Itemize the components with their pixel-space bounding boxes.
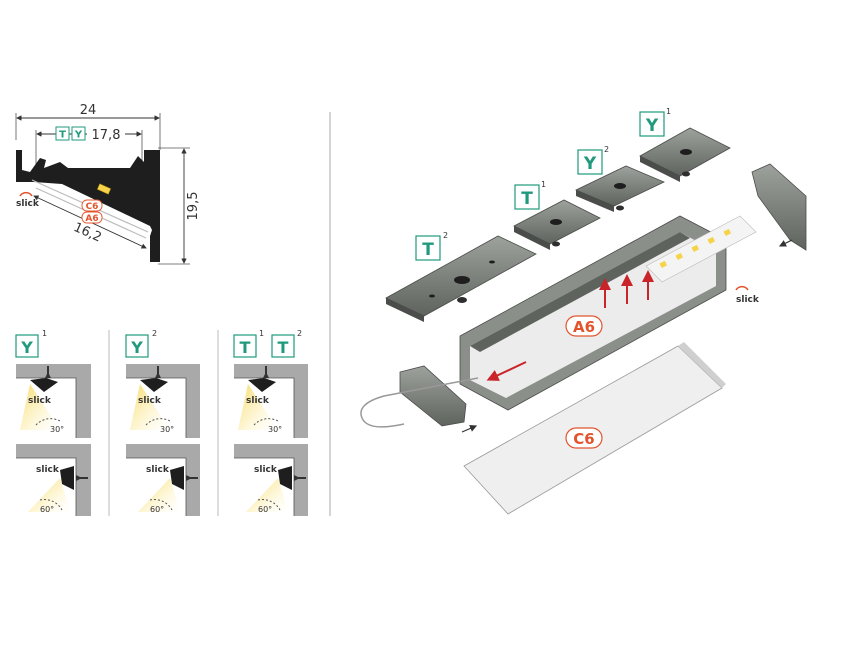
panel-1-angle-top: 30°	[50, 425, 64, 434]
cover-label: C6	[86, 202, 99, 212]
panel-2-tag-sup: 2	[152, 329, 157, 338]
panel-3-tag-1: T	[240, 338, 251, 357]
inner-width-dimension: 17,8	[92, 128, 121, 143]
clip-y1-sup: 1	[666, 107, 671, 116]
profile-body	[16, 150, 160, 262]
exploded-strip-label: A6	[573, 318, 595, 336]
clip-t1-sup: 1	[541, 180, 546, 189]
inner-tag-y: Y	[74, 130, 83, 141]
brand-logo: slick	[16, 199, 40, 209]
panel-3-brand-top: slick	[246, 396, 270, 406]
exploded-slick-arc	[735, 285, 749, 291]
exploded-view: T 2 T 1 Y 2 Y 1	[360, 107, 807, 515]
width-dimension: 24	[80, 103, 97, 118]
clip-t1-tag: T	[521, 189, 533, 209]
panel-2-brand-top: slick	[138, 396, 162, 406]
mounting-panel-y2: Y 2 30° slick 60° slick	[125, 329, 200, 516]
panel-1-angle-bottom: 60°	[40, 505, 54, 514]
panel-3-tag-1-sup: 1	[259, 329, 264, 338]
panel-1-tag-sup: 1	[42, 329, 47, 338]
strip-label: A6	[85, 214, 98, 224]
clip-y2-sup: 2	[604, 145, 609, 154]
mounting-panel-y1: Y 1 30° slick 60° slick	[15, 329, 91, 516]
clip-y1-tag: Y	[645, 116, 659, 136]
panel-2-angle-bottom: 60°	[150, 505, 164, 514]
panel-2-brand-bottom: slick	[146, 465, 170, 475]
clip-y2-tag: Y	[583, 154, 597, 174]
inner-tag-t: T	[59, 130, 66, 141]
panel-1-brand-top: slick	[28, 396, 52, 406]
height-dimension: 19,5	[186, 192, 201, 221]
panel-2-tag: Y	[130, 338, 143, 357]
slick-logo-arc	[19, 191, 33, 197]
panel-3-tag-2-sup: 2	[297, 329, 302, 338]
panel-3-tag-2: T	[278, 338, 289, 357]
panel-3-brand-bottom: slick	[254, 465, 278, 475]
clip-t2	[385, 235, 537, 317]
end-cap-left	[399, 365, 467, 427]
clip-t2-tag: T	[422, 240, 434, 260]
clip-t2-sup: 2	[443, 231, 448, 240]
panel-1-tag: Y	[20, 338, 33, 357]
end-cap-right	[751, 163, 807, 251]
panel-3-angle-top: 30°	[268, 425, 282, 434]
power-cable	[360, 377, 479, 428]
exploded-cover-label: C6	[573, 430, 594, 448]
panel-1-brand-bottom: slick	[36, 465, 60, 475]
panel-2-angle-top: 30°	[160, 425, 174, 434]
panel-3-angle-bottom: 60°	[258, 505, 272, 514]
mounting-panel-t1-t2: T 1 T 2 30° slick 60° slick	[233, 329, 308, 516]
exploded-brand: slick	[736, 295, 760, 305]
cross-section-drawing: 24 T Y 17,8 19,5 16,2 C6 A6 slick	[15, 103, 201, 265]
